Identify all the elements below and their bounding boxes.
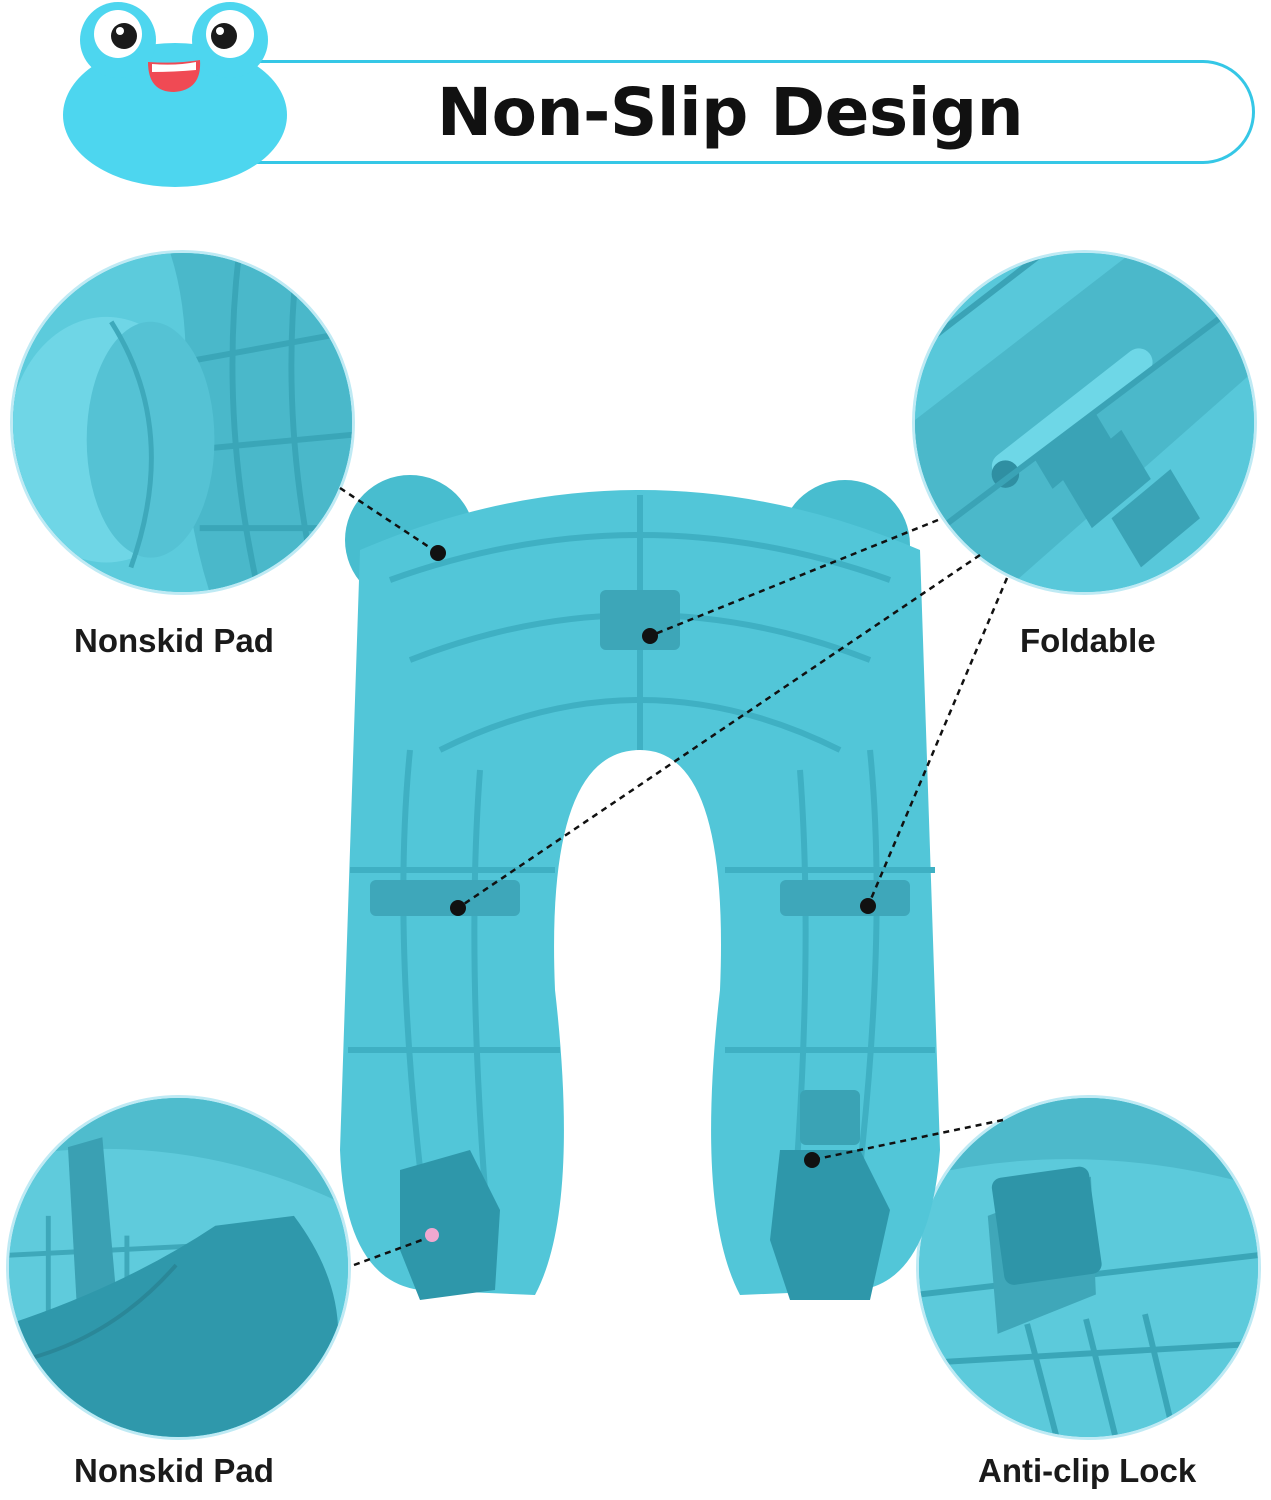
feature-label-anti-clip-lock: Anti-clip Lock [978, 1452, 1197, 1489]
zoom-nonskid-pad-top [10, 250, 355, 595]
zoom-nonskid-pad-bottom [6, 1095, 351, 1440]
title-banner [250, 60, 1255, 164]
zoom-foldable-hinge [912, 250, 1257, 595]
feature-label-foldable: Foldable [1020, 622, 1156, 659]
feature-label-nonskid-pad-bottom: Nonskid Pad [74, 1452, 274, 1489]
frog-face-icon [63, 2, 287, 187]
potty-seat-image [340, 475, 940, 1300]
page-title: Non-Slip Design [436, 73, 1024, 151]
feature-label-nonskid-pad-top: Nonskid Pad [74, 622, 274, 659]
